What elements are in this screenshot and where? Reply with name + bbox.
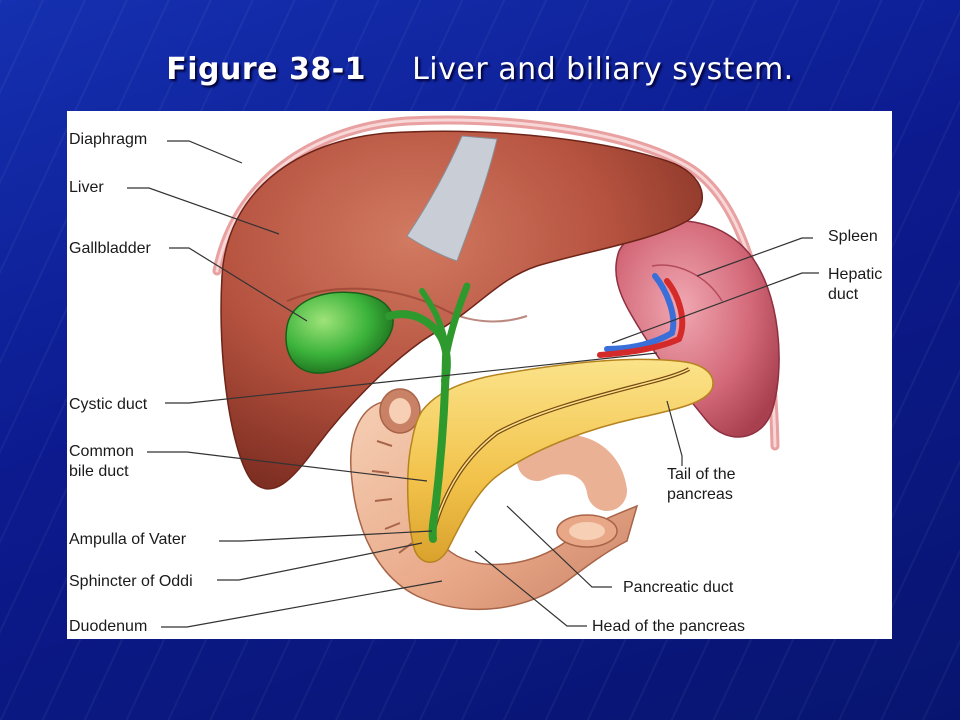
figure-number: Figure 38-1 — [166, 52, 367, 87]
label-tail-of-pancreas-line2: pancreas — [667, 486, 733, 503]
label-sphincter-of-oddi: Sphincter of Oddi — [69, 573, 193, 590]
label-tail-of-pancreas-line1: Tail of the — [667, 466, 736, 483]
label-head-of-pancreas: Head of the pancreas — [592, 618, 745, 635]
figure-panel: Diaphragm Liver Gallbladder Cystic duct … — [67, 111, 892, 639]
common-bile-duct — [428, 352, 450, 543]
label-common-bile-duct-line2: bile duct — [69, 463, 129, 480]
label-pancreatic-duct: Pancreatic duct — [623, 579, 734, 596]
slide-title: Figure 38-1 Liver and biliary system. — [0, 52, 960, 87]
label-hepatic-duct-line2: duct — [828, 286, 859, 303]
label-ampulla-of-vater: Ampulla of Vater — [69, 531, 187, 548]
label-hepatic-duct-line1: Hepatic — [828, 266, 883, 283]
label-diaphragm: Diaphragm — [69, 131, 148, 148]
leader-lines — [127, 140, 819, 628]
label-duodenum: Duodenum — [69, 618, 148, 635]
label-liver: Liver — [69, 179, 104, 196]
splenic-artery — [597, 278, 686, 358]
label-spleen: Spleen — [828, 228, 878, 245]
figure-caption: Liver and biliary system. — [412, 52, 794, 87]
falciform-ligament — [406, 135, 498, 262]
label-gallbladder: Gallbladder — [69, 240, 151, 257]
gallbladder-shape — [285, 291, 394, 374]
anatomy-illustration — [127, 115, 819, 628]
label-common-bile-duct-line1: Common — [69, 443, 134, 460]
pancreas-shape — [407, 358, 714, 563]
label-cystic-duct: Cystic duct — [69, 396, 148, 413]
splenic-vein — [604, 273, 677, 352]
